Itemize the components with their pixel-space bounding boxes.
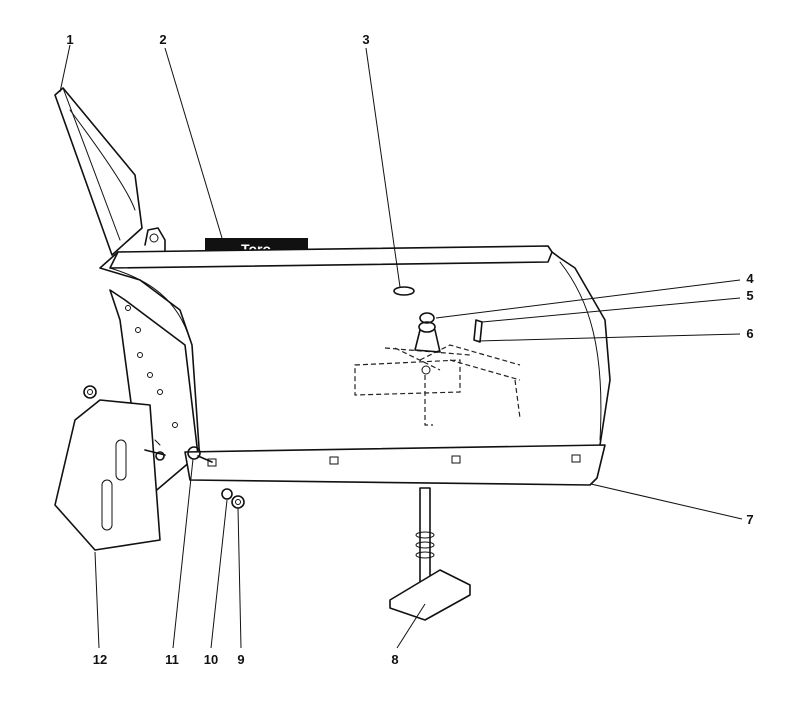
callout-labels: 1 2 3 4 5 6 7 8 9 10 11 12 [66,32,754,667]
callout-5: 5 [746,288,753,303]
leader-lines [59,44,743,649]
callout-1: 1 [66,32,73,47]
deflector-plate [54,87,143,256]
callout-8: 8 [391,652,398,667]
callout-6: 6 [746,326,753,341]
callout-2: 2 [159,32,166,47]
blade-end-plate [109,289,199,501]
callout-12: 12 [93,652,107,667]
callout-3: 3 [362,32,369,47]
washer-part-3 [393,286,415,296]
moldboard-blade [99,245,611,483]
callout-11: 11 [165,652,179,667]
callout-7: 7 [746,512,753,527]
nut-and-washer [221,488,245,509]
callout-10: 10 [204,652,218,667]
pivot-hardware [414,312,483,375]
callout-4: 4 [746,271,754,286]
callout-9: 9 [237,652,244,667]
cutting-edge [184,444,606,486]
mounting-bracket [144,227,166,253]
skid-shoe [389,487,471,621]
carriage-bolt [187,446,213,463]
side-shoe-plate [54,385,166,551]
